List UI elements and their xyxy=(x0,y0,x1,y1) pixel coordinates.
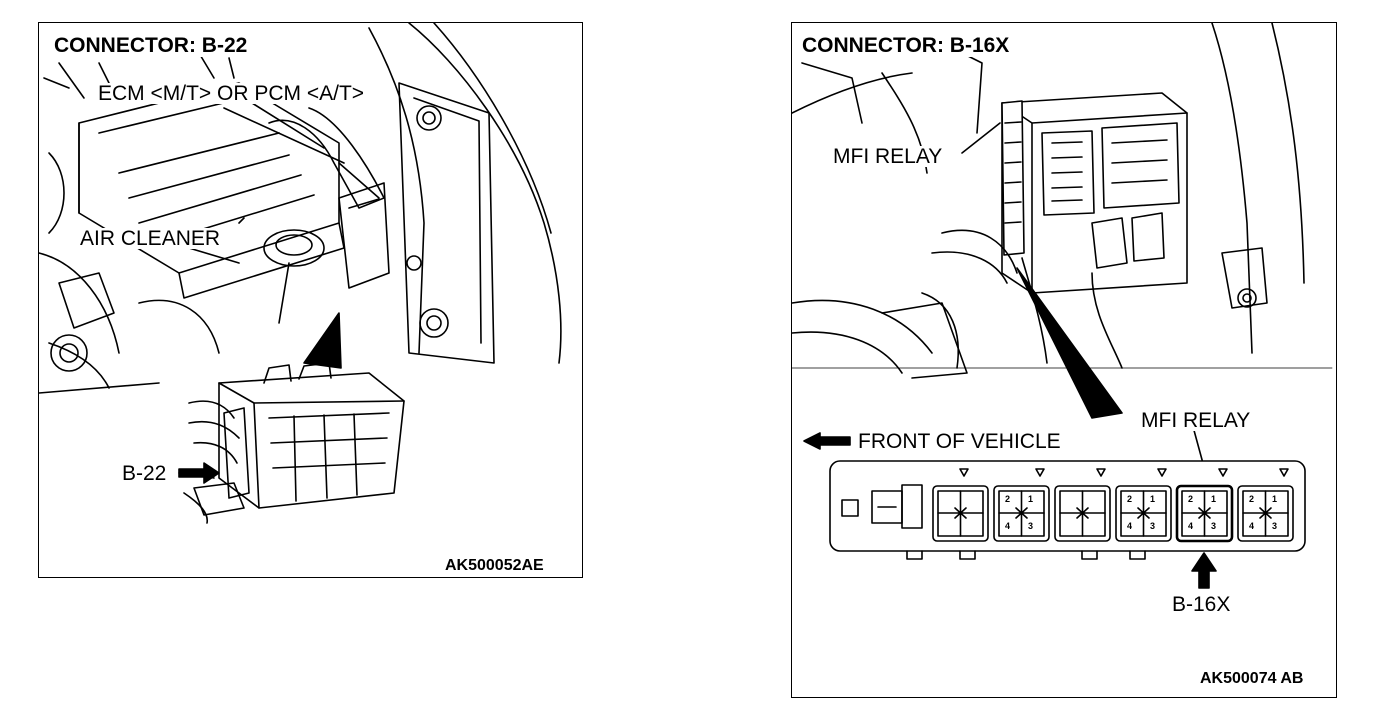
pin-label: 2 xyxy=(1188,494,1194,504)
engine-bay-illustration xyxy=(39,23,562,524)
front-of-vehicle-callout: FRONT OF VEHICLE xyxy=(855,431,1064,452)
ecm-callout: ECM <M/T> OR PCM <A/T> xyxy=(95,83,368,104)
pin-label: 2 xyxy=(1127,494,1133,504)
pin-label: 4 xyxy=(1005,521,1011,531)
pin-label: 4 xyxy=(1127,521,1133,531)
connector-b16x-callout: B-16X xyxy=(1169,594,1234,615)
figure-id-right: AK500074 AB xyxy=(1200,670,1304,687)
figure-id-left: AK500052AE xyxy=(445,557,544,574)
pin-label: 1 xyxy=(1028,494,1034,504)
pin-label: 4 xyxy=(1188,521,1194,531)
connector-b22-panel: CONNECTOR: B-22 ECM <M/T> OR PCM <A/T> A… xyxy=(38,22,583,578)
pin-label: 3 xyxy=(1150,521,1156,531)
air-cleaner-callout: AIR CLEANER xyxy=(77,228,224,249)
connector-b16x-panel: 2 1 4 3 2 1 4 3 2 1 4 3 2 1 4 3 CONNECTO… xyxy=(791,22,1337,698)
pin-label: 1 xyxy=(1150,494,1156,504)
pin-label: 2 xyxy=(1249,494,1255,504)
pin-label: 3 xyxy=(1211,521,1217,531)
connector-b16x-title: CONNECTOR: B-16X xyxy=(799,34,1013,57)
pin-label: 3 xyxy=(1028,521,1034,531)
pin-label: 1 xyxy=(1272,494,1278,504)
connector-b22-callout: B-22 xyxy=(119,463,170,484)
mfi-relay-top-callout: MFI RELAY xyxy=(830,146,946,167)
pin-label: 4 xyxy=(1249,521,1255,531)
pin-label: 3 xyxy=(1272,521,1278,531)
mfi-relay-block-callout: MFI RELAY xyxy=(1138,410,1254,431)
relay-box-illustration xyxy=(792,23,1333,589)
connector-b22-title: CONNECTOR: B-22 xyxy=(51,34,251,57)
pin-label: 1 xyxy=(1211,494,1217,504)
pin-label: 2 xyxy=(1005,494,1011,504)
